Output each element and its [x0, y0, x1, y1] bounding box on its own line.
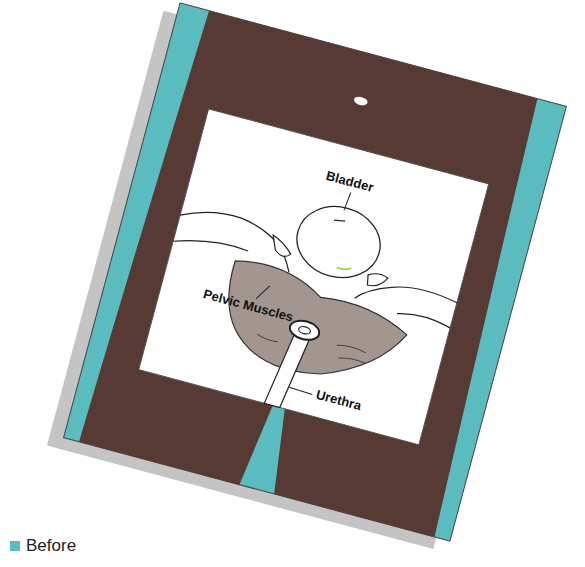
inset-panel	[139, 109, 489, 445]
bladder-outline	[289, 197, 388, 286]
bladder-mark	[334, 218, 345, 223]
part-label: Bladder	[324, 169, 374, 195]
leader-lines	[236, 176, 365, 394]
part-label: Urethra	[314, 388, 362, 414]
navel	[353, 95, 369, 106]
pelvis-card	[47, 0, 566, 553]
caption-bullet	[10, 541, 20, 551]
body-silhouette	[79, 7, 551, 537]
part-label: Pelvic Muscles	[202, 287, 295, 325]
urethra-opening	[288, 318, 322, 343]
figure-caption: Before	[26, 536, 76, 556]
pelvic-muscle-patch	[211, 257, 415, 397]
bladder-neck	[337, 265, 351, 272]
urethra-lumen	[298, 325, 311, 335]
card-ground	[64, 3, 567, 541]
